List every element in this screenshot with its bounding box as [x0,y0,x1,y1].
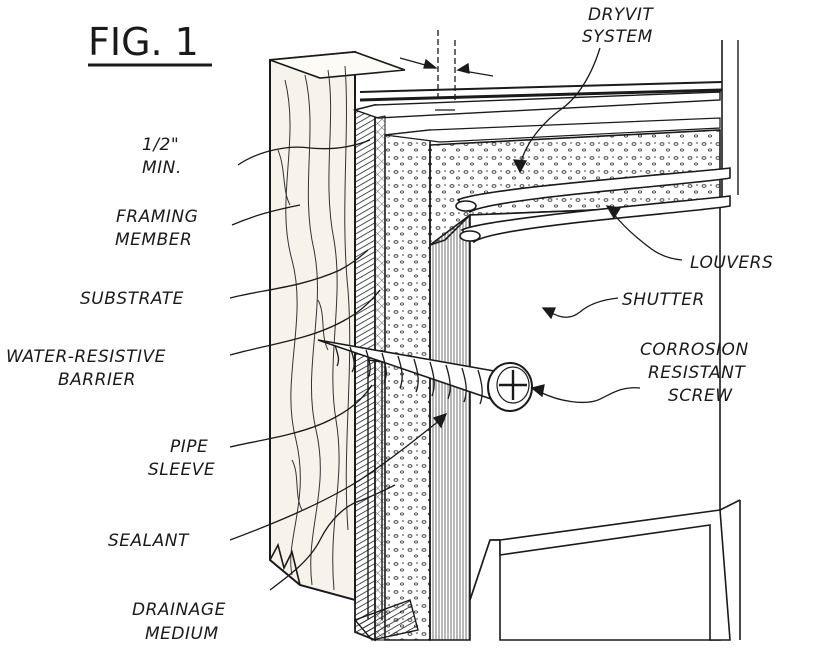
figure-title-text: FIG. 1 [88,20,199,64]
svg-text:SUBSTRATE: SUBSTRATE [80,289,184,309]
label-drainage-medium: DRAINAGE MEDIUM [132,600,226,644]
svg-text:MEDIUM: MEDIUM [145,624,219,644]
label-water-resistive-barrier: WATER-RESISTIVE BARRIER [6,347,166,390]
svg-text:WATER-RESISTIVE: WATER-RESISTIVE [6,347,166,367]
water-resistive-barrier-drawing [374,115,386,641]
label-shutter: SHUTTER [622,290,705,310]
figure-title: FIG. 1 [88,20,212,67]
label-louvers: LOUVERS [690,253,773,273]
svg-text:1/2": 1/2" [142,135,179,155]
svg-text:LOUVERS: LOUVERS [690,253,773,273]
svg-text:SYSTEM: SYSTEM [582,27,653,47]
svg-text:SLEEVE: SLEEVE [148,460,215,480]
svg-text:SCREW: SCREW [668,386,733,406]
svg-text:PIPE: PIPE [170,437,208,457]
label-sealant: SEALANT [108,531,190,551]
svg-text:MEMBER: MEMBER [115,230,192,250]
svg-text:FRAMING: FRAMING [116,207,198,227]
label-half-inch-min: 1/2" MIN. [142,135,182,178]
label-dryvit-system: DRYVIT SYSTEM [582,5,654,47]
shutter-drawing [429,40,741,641]
louvers-drawing [455,167,731,244]
svg-text:MIN.: MIN. [142,158,182,178]
svg-text:RESISTANT: RESISTANT [648,363,746,383]
drainage-medium-drawing [353,599,419,641]
framing-member-drawing [269,50,406,602]
svg-text:DRYVIT: DRYVIT [588,5,654,25]
corrosion-resistant-screw-icon [317,339,533,412]
label-pipe-sleeve: PIPE SLEEVE [148,437,215,480]
svg-text:SEALANT: SEALANT [108,531,190,551]
svg-text:SHUTTER: SHUTTER [622,290,705,310]
label-substrate: SUBSTRATE [80,289,184,309]
svg-text:DRAINAGE: DRAINAGE [132,600,226,620]
label-corrosion-resistant-screw: CORROSION RESISTANT SCREW [640,340,749,406]
dimension-marker [399,30,494,111]
leader-lines [229,47,683,591]
svg-text:BARRIER: BARRIER [58,370,136,390]
svg-text:CORROSION: CORROSION [640,340,749,360]
label-framing-member: FRAMING MEMBER [115,207,198,250]
